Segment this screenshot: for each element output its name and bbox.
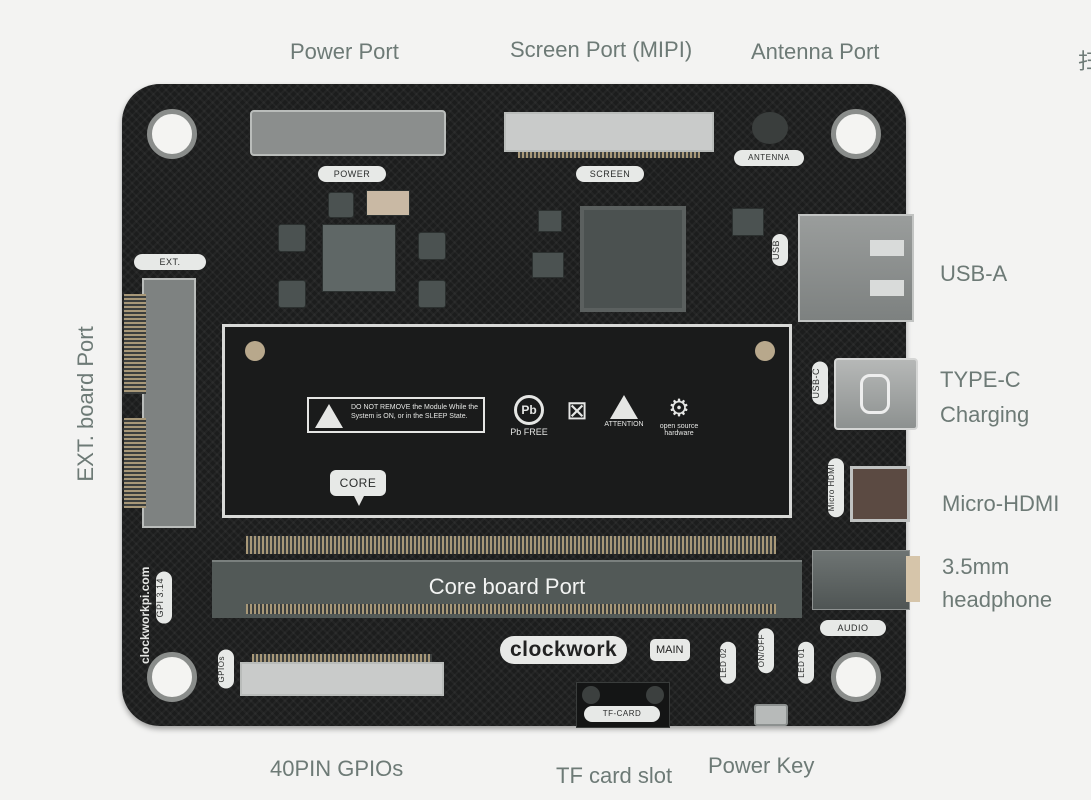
core-standoff-right bbox=[755, 341, 775, 361]
mounting-hole-bottom-right bbox=[831, 652, 881, 702]
usb-c-silk-label: USB-C bbox=[811, 362, 828, 405]
gpios-callout: 40PIN GPIOs bbox=[270, 756, 404, 781]
power-cap-1 bbox=[328, 192, 354, 218]
mounting-hole-top-right bbox=[831, 109, 881, 159]
pb-free-symbol: Pb Pb FREE bbox=[509, 395, 549, 437]
usb-silk-label: USB bbox=[771, 234, 788, 267]
open-source-text: open source hardware bbox=[659, 423, 699, 437]
ext-connector-pins-top bbox=[124, 294, 146, 394]
core-silk-label: CORE bbox=[330, 470, 386, 496]
clockwork-brand-logo: clockwork bbox=[500, 636, 628, 664]
soc-chip bbox=[580, 206, 686, 312]
core-slot-pins-bottom bbox=[246, 604, 776, 614]
core-module-frame: DO NOT REMOVE the Module While the Syste… bbox=[222, 324, 792, 518]
power-key-callout: Power Key bbox=[708, 753, 815, 778]
screen-connector-pins bbox=[518, 152, 700, 158]
core-standoff-left bbox=[245, 341, 265, 361]
audio-silk-label: AUDIO bbox=[820, 620, 886, 636]
micro-hdmi-callout: Micro-HDMI bbox=[942, 491, 1060, 516]
warning-box: DO NOT REMOVE the Module While the Syste… bbox=[307, 397, 485, 433]
weee-symbol: ⊠ bbox=[559, 395, 595, 425]
soc-side-chip-1 bbox=[532, 252, 564, 278]
power-fuse bbox=[366, 190, 410, 216]
open-source-gear-icon: ⚙ bbox=[668, 395, 690, 422]
screen-port-callout: Screen Port (MIPI) bbox=[510, 37, 693, 62]
gpio-connector bbox=[240, 662, 444, 696]
antenna-connector bbox=[752, 112, 788, 144]
pb-free-text: Pb FREE bbox=[510, 427, 548, 437]
usb-a-tongue-top bbox=[870, 240, 904, 256]
antenna-silk-label: ANTENNA bbox=[734, 150, 804, 166]
ext-board-connector bbox=[142, 278, 196, 528]
website-silk-text: clockworkpi.com bbox=[138, 566, 152, 664]
power-key-button[interactable] bbox=[754, 704, 788, 726]
clockwork-main-board: POWER SCREEN ANTENNA EXT. DO NOT REMOVE … bbox=[122, 84, 920, 728]
gpios-silk-label: GPIOs bbox=[217, 650, 234, 689]
core-slot-pins-top bbox=[246, 536, 776, 554]
type-c-callout-line2: Charging bbox=[940, 402, 1030, 427]
antenna-port-callout: Antenna Port bbox=[751, 39, 880, 64]
headphone-callout-line2: headphone bbox=[942, 587, 1053, 612]
soc-side-chip-3 bbox=[732, 208, 764, 236]
power-inductor bbox=[322, 224, 396, 292]
power-mosfet-3 bbox=[418, 232, 446, 260]
tf-card-pad-left bbox=[582, 686, 600, 704]
led01-silk-label: LED 01 bbox=[797, 642, 814, 684]
power-connector bbox=[250, 110, 446, 156]
screen-silk-label: SCREEN bbox=[576, 166, 644, 182]
edge-fragment-callout: 扫 bbox=[1078, 49, 1091, 74]
mounting-hole-bottom-left bbox=[147, 652, 197, 702]
usb-a-tongue-bottom bbox=[870, 280, 904, 296]
warning-triangle-icon bbox=[315, 404, 343, 428]
tf-card-pad-right bbox=[646, 686, 664, 704]
esd-triangle-icon bbox=[610, 395, 638, 419]
warning-text: DO NOT REMOVE the Module While the Syste… bbox=[351, 404, 479, 420]
weee-bin-icon: ⊠ bbox=[566, 395, 588, 425]
usb-a-connector bbox=[798, 214, 914, 322]
power-mosfet-4 bbox=[418, 280, 446, 308]
usb-c-connector bbox=[834, 358, 918, 430]
micro-hdmi-silk-label: Micro HDMI bbox=[827, 458, 844, 518]
power-mosfet-2 bbox=[278, 280, 306, 308]
screen-connector bbox=[504, 112, 714, 152]
gpio-connector-pins bbox=[252, 654, 432, 662]
micro-hdmi-connector bbox=[850, 466, 910, 522]
usb-c-opening bbox=[860, 374, 890, 414]
core-arrow-icon bbox=[354, 496, 364, 506]
headphone-jack bbox=[812, 550, 910, 610]
power-silk-label: POWER bbox=[318, 166, 386, 182]
ext-silk-label: EXT. bbox=[134, 254, 206, 270]
headphone-callout-line1: 3.5mm bbox=[942, 554, 1010, 579]
soc-side-chip-2 bbox=[538, 210, 562, 232]
pb-free-icon: Pb bbox=[514, 395, 544, 425]
ext-board-port-callout: EXT. board Port bbox=[73, 326, 99, 482]
power-mosfet-1 bbox=[278, 224, 306, 252]
usb-a-callout: USB-A bbox=[940, 261, 1008, 286]
led02-silk-label: LED 02 bbox=[719, 642, 736, 684]
mounting-hole-top-left bbox=[147, 109, 197, 159]
tf-card-silk-label: TF-CARD bbox=[584, 706, 660, 722]
open-source-symbol: ⚙ open source hardware bbox=[655, 395, 703, 437]
tf-card-callout: TF card slot bbox=[556, 763, 673, 788]
gpi-version-label: GPI 3.14 bbox=[155, 572, 172, 624]
core-board-port-label: Core board Port bbox=[428, 574, 586, 599]
main-board-badge: MAIN bbox=[650, 639, 690, 661]
headphone-jack-tip bbox=[906, 556, 920, 602]
esd-attention-text: ATTENTION bbox=[604, 421, 644, 428]
power-port-callout: Power Port bbox=[290, 39, 399, 64]
esd-attention-symbol: ATTENTION bbox=[601, 395, 647, 428]
type-c-callout-line1: TYPE-C bbox=[940, 367, 1021, 392]
onoff-silk-label: ON/OFF bbox=[757, 628, 774, 674]
ext-connector-pins-bottom bbox=[124, 418, 146, 508]
